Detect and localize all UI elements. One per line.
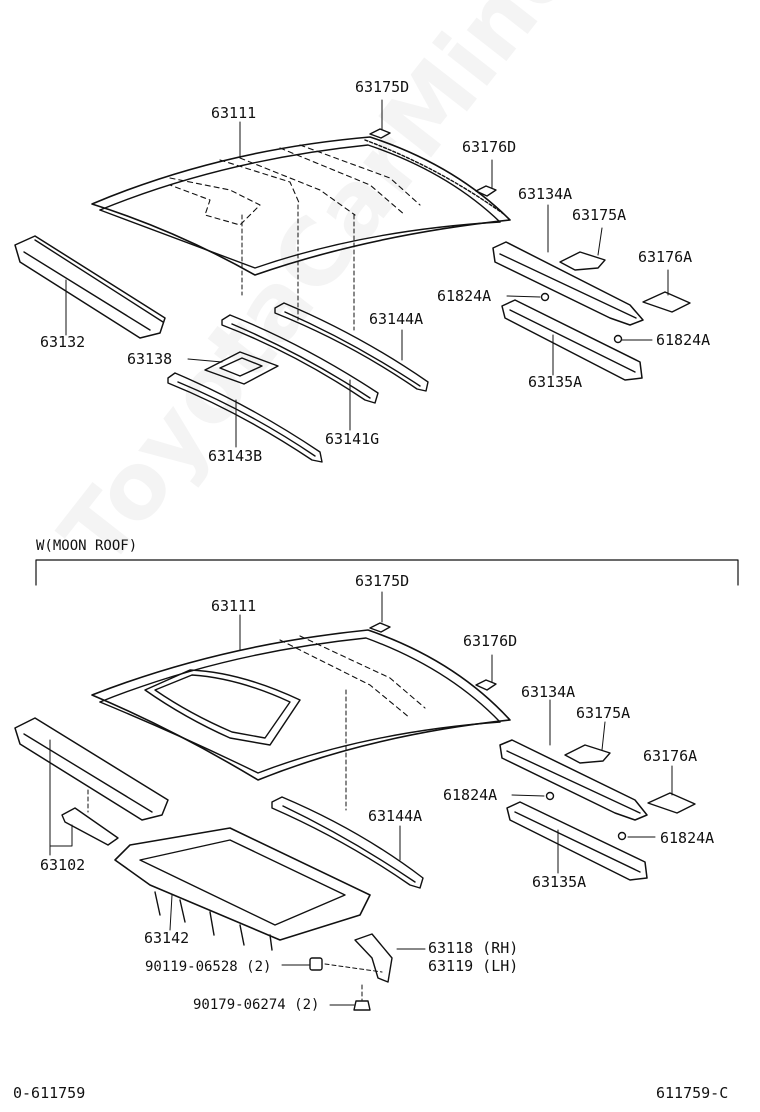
roof-panel-bottom [91,629,511,781]
label-61824a-top-left: 61824A [437,287,492,305]
label-63175a-bottom: 63175A [576,704,631,722]
label-63102: 63102 [40,856,86,874]
roof-panel-top [91,136,511,276]
label-63176a-top: 63176A [638,248,693,266]
clip-63176d-top [475,185,497,197]
label-63134a-top: 63134A [518,185,573,203]
clip-63176d-bottom [475,679,497,691]
cap-61824a-top-right [613,334,623,344]
rear-header-63135a-bottom [506,801,648,881]
footer-left-code: 0-611759 [13,1084,86,1102]
leader-lines-top [65,99,669,448]
bracket-63176a-bottom [647,792,696,814]
label-63175a-top: 63175A [572,206,627,224]
cap-61824a-bottom-left [545,791,555,801]
label-63111-top: 63111 [211,104,257,122]
rear-header-63134a-bottom [499,739,648,821]
rear-header-63134a [492,241,644,326]
sunroof-housing-63142 [114,827,371,951]
bracket-63176a-top [642,291,691,313]
label-63176d-bottom: 63176D [463,632,518,650]
label-90119: 90119-06528 (2) [145,959,272,975]
roof-bow-63144a-bottom [271,796,424,889]
roof-bow-63143b [167,372,323,463]
rear-header-63135a [501,299,643,381]
clip-63175d-top [369,128,391,139]
bracket-63175a-bottom [564,744,611,764]
label-63175d-bottom: 63175D [355,572,410,590]
section-label-moon-roof: W(MOON ROOF) [36,538,138,554]
footer-right-code: 611759-C [656,1084,729,1102]
label-63119: 63119 (LH) [428,957,519,975]
leader-lines-bottom [49,591,673,1006]
label-63111-bottom: 63111 [211,597,257,615]
label-63175d-top: 63175D [355,78,410,96]
label-63118: 63118 (RH) [428,939,519,957]
bracket-63118-63119 [354,933,393,983]
cap-61824a-bottom-right [617,831,627,841]
label-63144a-bottom: 63144A [368,807,423,825]
label-63134a-bottom: 63134A [521,683,576,701]
label-63176d-top: 63176D [462,138,517,156]
roof-bow-63144a [274,302,429,392]
label-63138: 63138 [127,350,173,368]
label-61824a-bottom-right: 61824A [660,829,715,847]
label-90179: 90179-06274 (2) [193,997,320,1013]
label-63143b: 63143B [208,447,263,465]
front-header-63132 [14,235,166,339]
label-63142: 63142 [144,929,190,947]
label-63144a-top: 63144A [369,310,424,328]
label-63132: 63132 [40,333,86,351]
bolt-90179 [353,1000,371,1011]
clip-63175d-bottom [369,622,391,633]
label-63135a-bottom: 63135A [532,873,587,891]
cap-61824a-top-left [540,292,550,302]
roof-bow-63141g [221,314,379,404]
bracket-63175a-top [559,251,606,271]
label-63135a-top: 63135A [528,373,583,391]
label-63176a-bottom: 63176A [643,747,698,765]
front-header-63102 [14,717,169,846]
bolt-90119 [309,957,323,971]
label-63141g: 63141G [325,430,380,448]
label-61824a-top-right: 61824A [656,331,711,349]
label-61824a-bottom-left: 61824A [443,786,498,804]
section-bracket [35,559,739,586]
bracket-63138 [204,351,279,385]
